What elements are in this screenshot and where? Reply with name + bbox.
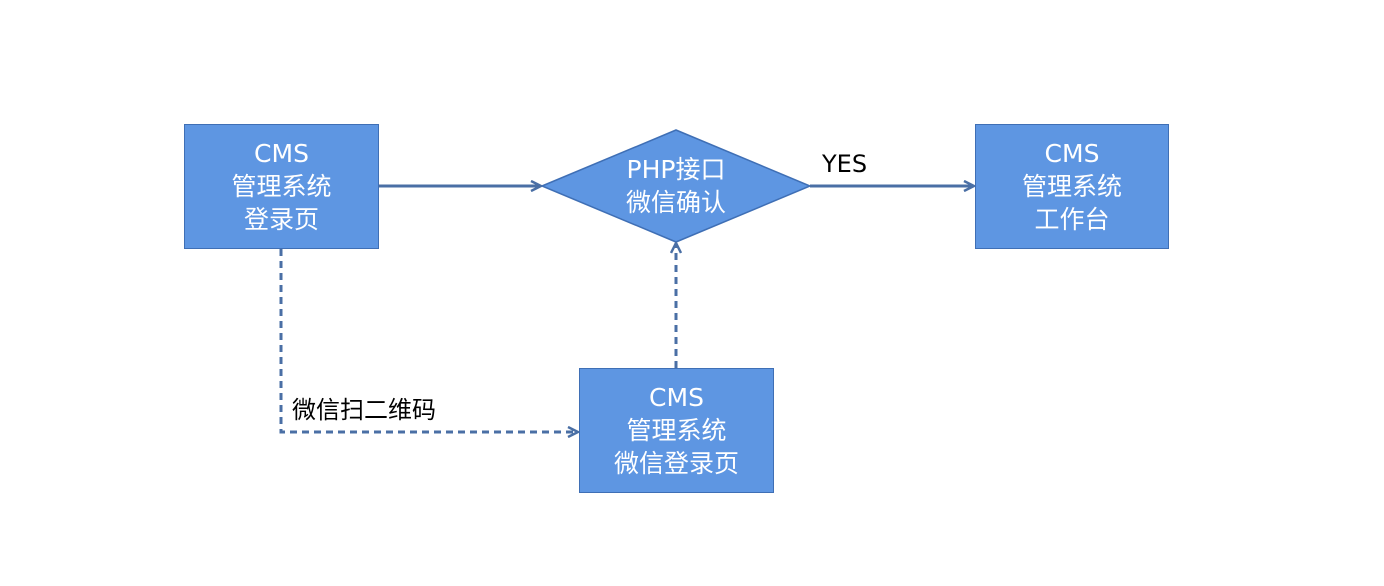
node-line: 登录页 — [243, 205, 319, 234]
node-line: 管理系统 — [626, 416, 727, 445]
node-line: 微信登录页 — [613, 449, 739, 478]
node-line: CMS — [649, 383, 704, 412]
node-line: CMS — [1044, 139, 1100, 168]
node-cms-workbench: CMS 管理系统 工作台 — [975, 124, 1169, 249]
edge-label-yes: YES — [822, 150, 868, 178]
node-line: PHP接口 — [626, 155, 726, 184]
node-line: CMS — [254, 139, 309, 168]
node-cms-wechat-login-page: CMS 管理系统 微信登录页 — [579, 368, 774, 493]
node-php-wechat-confirm: PHP接口 微信确认 — [542, 130, 810, 242]
node-line: 管理系统 — [1021, 172, 1122, 201]
node-line: 管理系统 — [231, 172, 332, 201]
node-line: 微信确认 — [625, 188, 726, 217]
edge-label-scan-qr: 微信扫二维码 — [292, 396, 436, 424]
node-cms-login-page: CMS 管理系统 登录页 — [184, 124, 379, 249]
arrow-login-to-wechat-login — [279, 249, 577, 432]
node-line: 工作台 — [1034, 205, 1110, 234]
